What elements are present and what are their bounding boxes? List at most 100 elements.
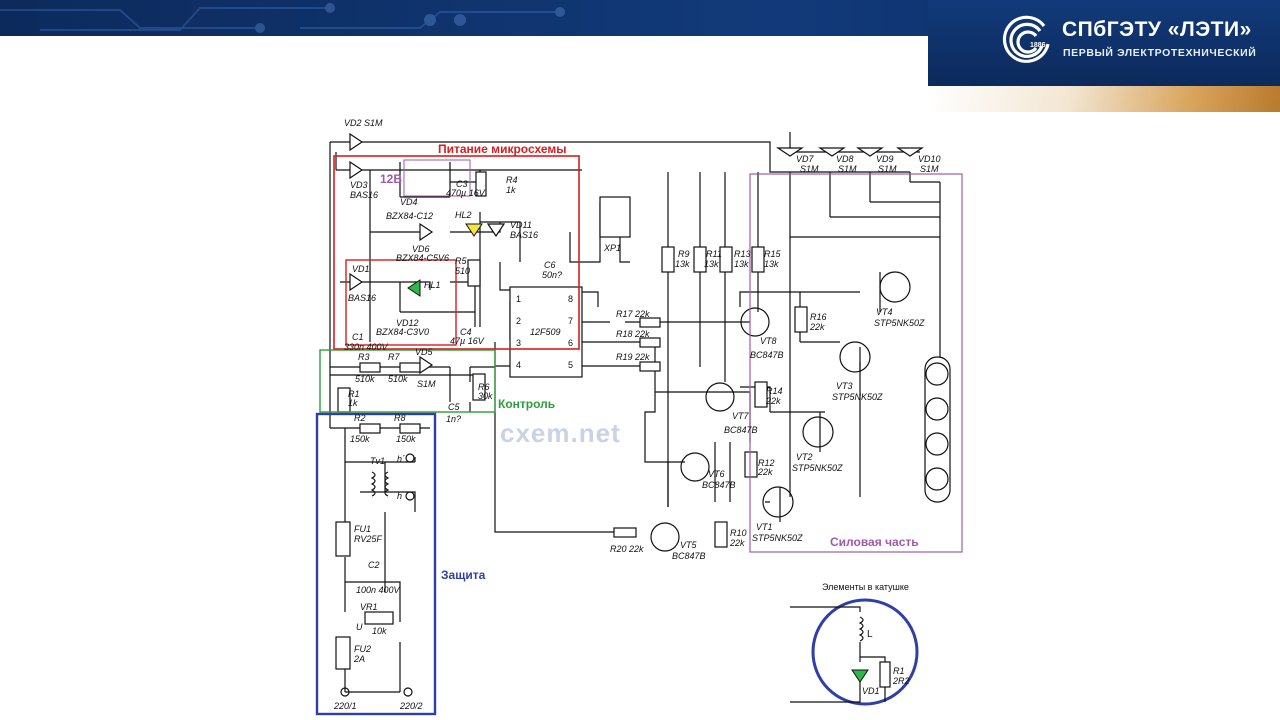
svg-text:1: 1: [516, 294, 521, 304]
leds: [407, 223, 483, 297]
label-fu2v: 2A: [353, 654, 365, 664]
label-r11: R11: [706, 249, 722, 259]
label-r4: R4: [506, 175, 518, 185]
label-c6v: 50n?: [542, 270, 562, 280]
label-vd6v: BZX84-C5V6: [396, 253, 449, 263]
label-vd9: VD9: [876, 154, 894, 164]
label-r16v: 22k: [809, 322, 825, 332]
label-c2: C2: [368, 560, 380, 570]
label-vt4: VT4: [876, 307, 893, 317]
label-vt3: VT3: [836, 381, 853, 391]
label-r2: R2: [354, 413, 366, 423]
label-r13: R13: [734, 249, 751, 259]
label-r20: R20 22k: [610, 544, 644, 554]
label-c4: C4: [460, 327, 472, 337]
label-vd5: VD5: [415, 347, 434, 357]
label-r8v: 150k: [396, 434, 416, 444]
control-block-label: Контроль: [498, 397, 555, 411]
circuit-schematic: cxem.net: [315, 118, 963, 716]
coil-inset: Элементы в катушке L VD1 R1 2R2: [790, 582, 919, 706]
label-r19: R19 22k: [616, 352, 650, 362]
label-vr1v: 10k: [372, 626, 387, 636]
label-r15v: 13k: [764, 259, 779, 269]
label-r6: R6: [478, 382, 490, 392]
label-vt2-type: STP5NK50Z: [792, 463, 843, 473]
component-bodies: [335, 171, 951, 670]
label-r18: R18 22k: [616, 329, 650, 339]
label-c5: C5: [448, 402, 460, 412]
label-terminal2: 220/2: [399, 701, 423, 711]
label-r2v: 150k: [350, 434, 370, 444]
label-r5v: 510: [455, 266, 470, 276]
label-vd7: VD7: [796, 154, 815, 164]
label-r12v: 22k: [757, 467, 773, 477]
inset-resistor-value: 2R2: [892, 676, 910, 686]
label-c1: C1: [352, 332, 364, 342]
label-vd11: VD11: [510, 220, 532, 230]
label-h1: h´: [397, 454, 405, 464]
label-fu1v: RV25F: [354, 534, 382, 544]
label-r8: R8: [394, 413, 406, 423]
label-r13v: 13k: [734, 259, 749, 269]
power-block-frame: [749, 173, 963, 553]
brand-panel: [928, 0, 1280, 86]
label-r11v: 13k: [704, 259, 719, 269]
label-u: U: [356, 622, 363, 632]
component-labels: VD2 S1M VD3 BAS16 VD4 BZX84-C12 C3 470µ …: [333, 118, 941, 711]
label-vd1: VD1: [352, 264, 370, 274]
org-name: СПбГЭТУ «ЛЭТИ»: [1062, 18, 1252, 41]
org-subtitle: ПЕРВЫЙ ЭЛЕКТРОТЕХНИЧЕСКИЙ: [1063, 47, 1257, 59]
label-vd12v: BZX84-C3V0: [376, 327, 429, 337]
label-vd3: VD3: [350, 180, 368, 190]
label-terminal1: 220/1: [333, 701, 357, 711]
label-r7v: 510k: [388, 374, 408, 384]
label-r3: R3: [358, 352, 370, 362]
label-tv1: Tv1: [370, 456, 385, 466]
label-vd4v: BZX84-C12: [386, 211, 433, 221]
label-r7: R7: [388, 352, 400, 362]
svg-text:6: 6: [568, 338, 573, 348]
label-vd6: VD6: [412, 244, 430, 254]
label-vt2: VT2: [796, 452, 813, 462]
label-hl2: HL2: [455, 210, 472, 220]
mosfets: [762, 271, 911, 518]
label-r3v: 510k: [355, 374, 375, 384]
logo-year: 1886: [1030, 42, 1046, 49]
label-r10: R10: [730, 528, 747, 538]
label-c2v: 100n 400V: [356, 585, 401, 595]
label-xp1: XP1: [603, 243, 621, 253]
label-r1: R1: [348, 389, 360, 399]
svg-text:5: 5: [568, 360, 573, 370]
label-r15: R15: [764, 249, 782, 259]
label-r1v: 1k: [348, 398, 358, 408]
label-vd8: VD8: [836, 154, 854, 164]
label-vt8: VT8: [760, 336, 777, 346]
label-r10v: 22k: [729, 538, 745, 548]
label-r16: R16: [810, 312, 827, 322]
transformer: [340, 453, 415, 697]
protection-block-frame: [315, 412, 437, 716]
label-vd1v: BAS16: [348, 293, 376, 303]
label-r9: R9: [678, 249, 690, 259]
label-vt3-type: STP5NK50Z: [832, 392, 883, 402]
label-vd7v: S1M: [800, 164, 819, 174]
label-r14: R14: [766, 386, 783, 396]
label-c5v: 1n?: [446, 414, 461, 424]
label-r9v: 13k: [675, 259, 690, 269]
control-block-frame: [319, 349, 496, 413]
label-vd12: VD12: [396, 318, 419, 328]
supply-block-label: Питание микросхемы: [438, 142, 566, 156]
svg-text:7: 7: [568, 316, 573, 326]
brand-accent-strip: [928, 86, 1280, 112]
svg-text:4: 4: [516, 360, 521, 370]
label-vt1-type: STP5NK50Z: [752, 533, 803, 543]
label-vt5: VT5: [680, 540, 698, 550]
label-h2: h: [397, 491, 402, 501]
label-vd10: VD10: [918, 154, 941, 164]
label-vt7: VT7: [732, 411, 750, 421]
supply-subblock-frame: [345, 259, 457, 346]
power-block-label: Силовая часть: [830, 535, 919, 549]
inset-title: Элементы в катушке: [822, 582, 909, 592]
label-vt8-type: BC847B: [750, 350, 784, 360]
inset-inductor-label: L: [867, 629, 873, 640]
